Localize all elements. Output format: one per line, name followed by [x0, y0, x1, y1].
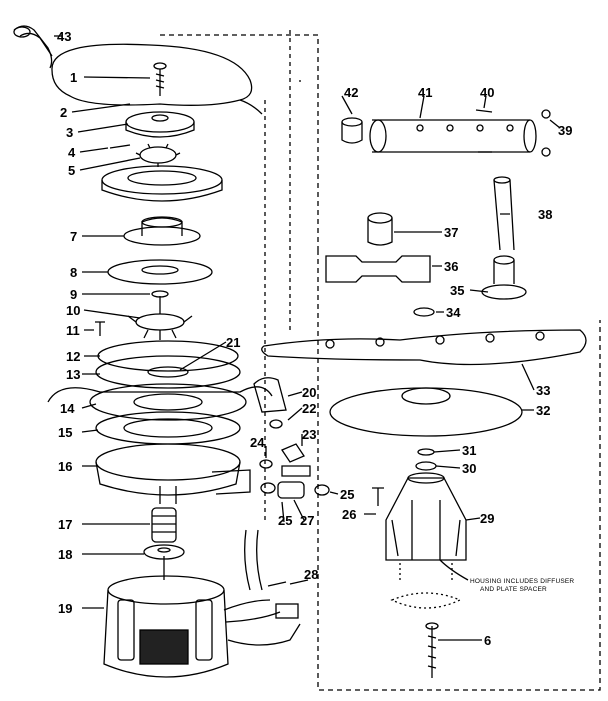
motor-part-19 [103, 556, 229, 678]
callout-14: 14 [60, 401, 75, 416]
callout-41: 41 [418, 85, 433, 100]
ring-stack [47, 340, 273, 445]
callout-35: 35 [450, 283, 465, 298]
callout-38: 38 [538, 207, 553, 222]
motor-connector [275, 603, 299, 619]
callout-32: 32 [536, 403, 551, 418]
callout-43: 43 [57, 29, 72, 44]
impeller-part-10 [127, 296, 193, 340]
part-30 [415, 461, 437, 471]
tube-part-41 [369, 119, 537, 153]
small-parts [253, 377, 384, 506]
housing-note-line-2: AND PLATE SPACER [480, 586, 547, 593]
gear-part-5 [135, 143, 181, 167]
callout-19: 19 [58, 601, 73, 616]
callout-23: 23 [302, 427, 317, 442]
callout-10: 10 [66, 303, 81, 318]
housing-note-line-1: HOUSING INCLUDES DIFFUSER [470, 578, 575, 585]
callout-33: 33 [536, 383, 551, 398]
callout-36: 36 [444, 259, 459, 274]
part-7 [123, 216, 201, 246]
cap-part-42 [341, 117, 363, 144]
screw-part-6 [425, 622, 439, 678]
motor-wires [223, 599, 301, 646]
callout-15: 15 [58, 425, 73, 440]
screw-part-11 [95, 321, 105, 336]
callout-1: 1 [70, 70, 78, 85]
callout-3: 3 [66, 125, 74, 140]
nut-part-39 [541, 109, 551, 119]
callout-4: 4 [68, 145, 76, 160]
callout-18: 18 [58, 547, 73, 562]
callout-37: 37 [444, 225, 459, 240]
part-37 [367, 212, 393, 246]
callout-22: 22 [302, 401, 317, 416]
callout-30: 30 [462, 461, 477, 476]
nut-part-3 [125, 111, 195, 138]
callout-39: 39 [558, 123, 573, 138]
part-31 [417, 448, 435, 456]
callout-29: 29 [480, 511, 495, 526]
callout-9: 9 [70, 287, 78, 302]
spray-arm-part-33 [261, 329, 587, 366]
bracket-part-43 [13, 25, 53, 69]
callout-26: 26 [342, 507, 357, 522]
callout-8: 8 [70, 265, 78, 280]
wire-lead [244, 529, 263, 591]
callout-20: 20 [302, 385, 317, 400]
callout-11: 11 [66, 323, 80, 338]
tube-part-38 [481, 176, 527, 300]
hose-loop-part-2 [51, 43, 253, 106]
housing-top [101, 165, 223, 202]
callout-21: 21 [226, 335, 241, 350]
screw-part-40 [475, 109, 493, 113]
callout-31: 31 [462, 443, 477, 458]
callout-6: 6 [484, 633, 492, 648]
plate-part-32 [329, 387, 523, 437]
callout-5: 5 [68, 163, 76, 178]
callout-12: 12 [66, 349, 81, 364]
callout-16: 16 [58, 459, 73, 474]
callout-25-left: 25 [278, 513, 293, 528]
callout-42: 42 [344, 85, 359, 100]
callout-13: 13 [66, 367, 81, 382]
callout-28: 28 [304, 567, 319, 582]
callout-25-right: 25 [340, 487, 355, 502]
callout-7: 7 [70, 229, 78, 244]
callout-24: 24 [250, 435, 265, 450]
housing-part-29 [385, 472, 467, 561]
screw-part-28 [267, 581, 287, 587]
callout-34: 34 [446, 305, 461, 320]
callout-27: 27 [300, 513, 315, 528]
callout-2: 2 [60, 105, 68, 120]
assembly-guide-line [160, 34, 601, 691]
housing-note: HOUSING INCLUDES DIFFUSER AND PLATE SPAC… [470, 578, 574, 594]
part-34 [413, 307, 435, 317]
callout-40: 40 [480, 85, 495, 100]
screw-part-4 [109, 144, 131, 149]
base-housing-part-16 [95, 443, 251, 504]
callout-17: 17 [58, 517, 73, 532]
plate-part-8 [107, 259, 213, 285]
spring-part-17 [151, 507, 177, 543]
gasket-part-36 [325, 255, 431, 283]
screw-part-1 [153, 62, 167, 96]
